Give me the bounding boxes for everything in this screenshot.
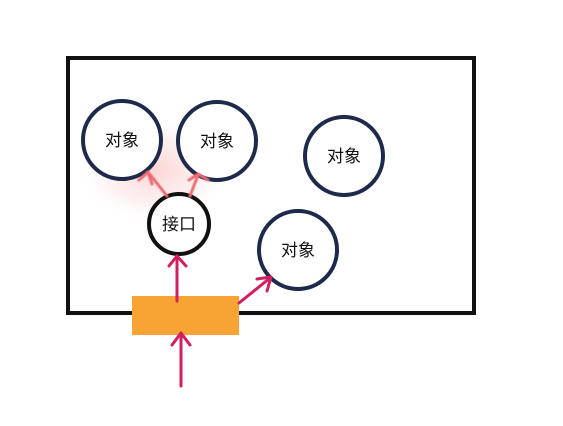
entry-to-object-arrow	[237, 275, 273, 305]
object-node: 对象	[257, 209, 339, 291]
external-entry-arrow	[170, 331, 192, 388]
object-label: 对象	[105, 131, 139, 151]
entry-block	[132, 296, 239, 335]
interface-node: 接口	[147, 192, 211, 256]
interface-to-object-arrow	[137, 170, 169, 198]
interface-label: 接口	[162, 215, 196, 235]
interface-to-object-arrow	[187, 172, 210, 198]
object-label: 对象	[281, 241, 315, 261]
object-label: 对象	[327, 147, 361, 167]
entry-to-interface-arrow	[167, 254, 188, 303]
object-node: 对象	[81, 99, 163, 181]
object-label: 对象	[200, 132, 234, 152]
object-node: 对象	[303, 115, 385, 197]
object-node: 对象	[176, 100, 258, 182]
